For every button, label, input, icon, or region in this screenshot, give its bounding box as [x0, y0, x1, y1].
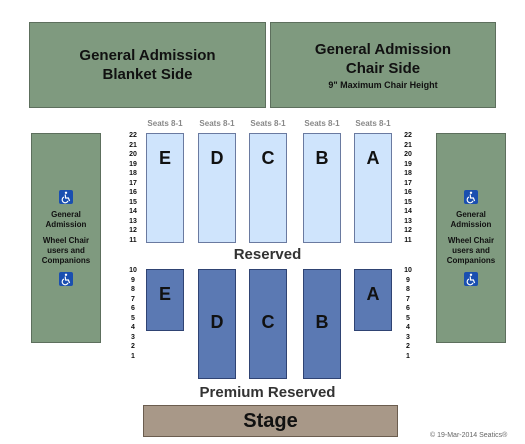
row-number: 12 [404, 227, 412, 234]
row-number: 2 [131, 343, 135, 350]
row-number: 15 [404, 198, 412, 206]
section-e-seats-label: Seats 8-1 [147, 119, 183, 128]
premium-section-c[interactable]: C [249, 269, 287, 379]
row-number: 22 [129, 132, 137, 139]
ga-blanket-line1: General Admission [79, 47, 216, 64]
wheelchair-right-label: General Admission Wheel Chair users and … [446, 210, 496, 265]
row-number: 17 [129, 179, 137, 187]
row-number: 5 [406, 314, 410, 322]
section-b-seats-label: Seats 8-1 [304, 119, 340, 128]
row-numbers-upper-right: 22 21 20 19 18 17 16 15 14 13 12 11 [401, 131, 415, 245]
row-number: 11 [404, 236, 412, 244]
premium-section-e[interactable]: E [146, 269, 184, 331]
row-number: 15 [129, 198, 137, 206]
row-number: 3 [131, 333, 135, 341]
row-number: 16 [404, 189, 412, 196]
premium-section-c-label: C [261, 312, 275, 332]
row-number: 8 [406, 286, 410, 293]
row-number: 18 [404, 170, 412, 177]
row-number: 21 [129, 141, 137, 149]
reserved-section-a[interactable]: A [354, 133, 392, 243]
row-numbers-lower-left: 10 9 8 7 6 5 4 3 2 1 [126, 266, 140, 361]
row-number: 18 [129, 170, 137, 177]
row-number: 14 [404, 208, 412, 215]
row-number: 9 [131, 276, 135, 284]
stage-label: Stage [243, 409, 298, 432]
row-number: 6 [131, 305, 135, 312]
ga-blanket-side-section[interactable]: General Admission Blanket Side [29, 22, 266, 108]
wheelchair-icon [59, 190, 73, 204]
reserved-section-b-label: B [315, 148, 329, 168]
row-number: 10 [404, 267, 412, 274]
reserved-section-a-label: A [366, 148, 380, 168]
row-number: 1 [406, 352, 410, 360]
row-number: 13 [129, 217, 137, 225]
reserved-section-c-label: C [261, 148, 275, 168]
reserved-section-d[interactable]: D [198, 133, 236, 243]
row-number: 20 [404, 151, 412, 158]
ga-wheelchair-right-section[interactable]: General Admission Wheel Chair users and … [436, 133, 506, 343]
reserved-section-d-label: D [210, 148, 224, 168]
premium-section-b[interactable]: B [303, 269, 341, 379]
reserved-section-c[interactable]: C [249, 133, 287, 243]
section-d-seats-label: Seats 8-1 [199, 119, 235, 128]
wheelchair-icon [464, 190, 478, 204]
row-number: 5 [131, 314, 135, 322]
row-number: 19 [129, 160, 137, 168]
row-number: 8 [131, 286, 135, 293]
premium-section-d-label: D [210, 312, 224, 332]
row-number: 2 [406, 343, 410, 350]
row-number: 6 [406, 305, 410, 312]
stage[interactable]: Stage [143, 405, 398, 437]
copyright-credit: © 19-Mar-2014 Seatics® [430, 432, 508, 439]
premium-section-d[interactable]: D [198, 269, 236, 379]
premium-section-b-label: B [315, 312, 329, 332]
premium-reserved-label: Premium Reserved [199, 384, 336, 401]
row-numbers-upper-left: 22 21 20 19 18 17 16 15 14 13 12 11 [126, 131, 140, 245]
row-number: 19 [404, 160, 412, 168]
ga-chair-line1: General Admission [314, 41, 452, 58]
ga-wheelchair-left-section[interactable]: General Admission Wheel Chair users and … [31, 133, 101, 343]
row-number: 9 [406, 276, 410, 284]
row-number: 21 [404, 141, 412, 149]
wheelchair-icon [59, 272, 73, 286]
section-c-seats-label: Seats 8-1 [250, 119, 286, 128]
ga-chair-line2: Chair Side [345, 60, 421, 77]
row-number: 22 [404, 132, 412, 139]
row-number: 4 [131, 324, 135, 331]
wheelchair-icon [464, 272, 478, 286]
ga-blanket-line2: Blanket Side [102, 66, 193, 83]
row-number: 7 [131, 295, 135, 303]
row-number: 3 [406, 333, 410, 341]
row-number: 17 [404, 179, 412, 187]
reserved-label: Reserved [233, 246, 302, 263]
row-number: 12 [129, 227, 137, 234]
row-number: 10 [129, 267, 137, 274]
row-number: 20 [129, 151, 137, 158]
premium-section-a[interactable]: A [354, 269, 392, 331]
wheelchair-left-label: General Admission Wheel Chair users and … [41, 210, 91, 265]
premium-section-a-label: A [366, 284, 380, 304]
row-number: 11 [129, 236, 137, 244]
ga-chair-side-section[interactable]: General Admission Chair Side 9" Maximum … [270, 22, 496, 108]
row-number: 1 [131, 352, 135, 360]
row-number: 14 [129, 208, 137, 215]
row-numbers-lower-right: 10 9 8 7 6 5 4 3 2 1 [401, 266, 415, 361]
reserved-section-e[interactable]: E [146, 133, 184, 243]
row-number: 7 [406, 295, 410, 303]
row-number: 16 [129, 189, 137, 196]
reserved-section-e-label: E [158, 148, 171, 168]
reserved-section-b[interactable]: B [303, 133, 341, 243]
row-number: 13 [404, 217, 412, 225]
section-a-seats-label: Seats 8-1 [355, 119, 391, 128]
premium-section-e-label: E [158, 284, 171, 304]
ga-chair-note: 9" Maximum Chair Height [328, 80, 438, 90]
row-number: 4 [406, 324, 410, 331]
